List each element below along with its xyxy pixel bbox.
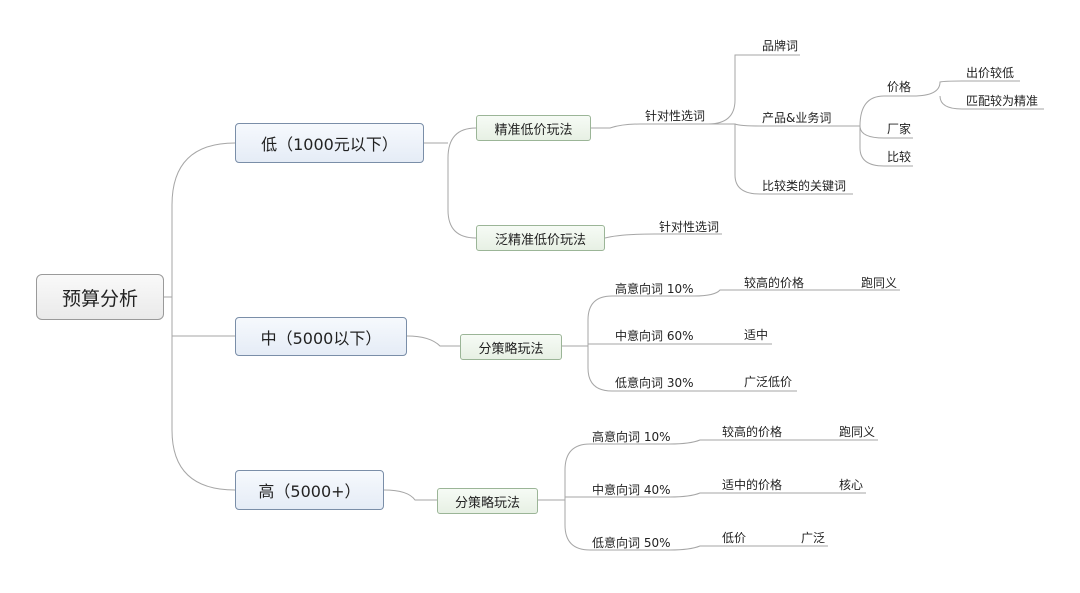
leaf-compare[interactable]: 比较 <box>887 150 912 164</box>
leaf-high-moderate-price[interactable]: 适中的价格 <box>722 478 783 492</box>
node-precise-low-price[interactable]: 精准低价玩法 <box>476 115 591 141</box>
leaf-targeted-keywords[interactable]: 针对性选词 <box>645 109 706 123</box>
root-label: 预算分析 <box>61 287 138 310</box>
leaf-price[interactable]: 价格 <box>887 80 912 94</box>
leaf-mid-synonym[interactable]: 跑同义 <box>861 276 898 290</box>
root-node[interactable]: 预算分析 <box>36 274 164 320</box>
leaf-high-mid-intent[interactable]: 中意向词 40% <box>592 483 671 497</box>
leaf-high-broad[interactable]: 广泛 <box>801 531 826 545</box>
node-high-strategy[interactable]: 分策略玩法 <box>437 488 538 514</box>
leaf-mid-high-intent[interactable]: 高意向词 10% <box>615 282 694 296</box>
mid-strategy-label: 分策略玩法 <box>478 341 544 357</box>
leaf-high-low-intent[interactable]: 低意向词 50% <box>592 536 671 550</box>
leaf-mid-mid-intent[interactable]: 中意向词 60% <box>615 329 694 343</box>
broad-precise-low-price-label: 泛精准低价玩法 <box>494 232 586 248</box>
leaf-broad-targeted-keywords[interactable]: 针对性选词 <box>659 220 720 234</box>
leaf-mid-higher-price[interactable]: 较高的价格 <box>744 276 805 290</box>
leaf-high-higher-price[interactable]: 较高的价格 <box>722 425 783 439</box>
node-mid-strategy[interactable]: 分策略玩法 <box>460 334 562 360</box>
leaf-manufacturer[interactable]: 厂家 <box>887 122 912 136</box>
node-low-budget[interactable]: 低（1000元以下） <box>235 123 424 163</box>
leaf-bid-low[interactable]: 出价较低 <box>966 66 1015 80</box>
precise-low-price-label: 精准低价玩法 <box>494 122 573 138</box>
leaf-product-business-words[interactable]: 产品&业务词 <box>762 111 832 125</box>
leaf-brand-words[interactable]: 品牌词 <box>762 39 799 53</box>
leaf-high-low-price[interactable]: 低价 <box>722 531 747 545</box>
leaf-match-precise[interactable]: 匹配较为精准 <box>966 94 1039 108</box>
node-high-budget[interactable]: 高（5000+） <box>235 470 384 510</box>
node-low-budget-label: 低（1000元以下） <box>261 135 398 154</box>
leaf-mid-broad-low-price[interactable]: 广泛低价 <box>744 375 793 389</box>
leaf-mid-low-intent[interactable]: 低意向词 30% <box>615 376 694 390</box>
high-strategy-label: 分策略玩法 <box>454 495 520 511</box>
node-high-budget-label: 高（5000+） <box>258 482 361 501</box>
node-mid-budget-label: 中（5000以下） <box>260 328 382 348</box>
leaf-mid-moderate[interactable]: 适中 <box>744 328 769 342</box>
leaf-high-high-intent[interactable]: 高意向词 10% <box>592 430 671 444</box>
leaf-high-synonym[interactable]: 跑同义 <box>839 425 876 439</box>
node-broad-precise-low-price[interactable]: 泛精准低价玩法 <box>476 225 605 251</box>
leaf-high-core[interactable]: 核心 <box>839 478 864 492</box>
node-mid-budget[interactable]: 中（5000以下） <box>235 317 407 356</box>
leaf-compare-keywords[interactable]: 比较类的关键词 <box>762 179 847 193</box>
